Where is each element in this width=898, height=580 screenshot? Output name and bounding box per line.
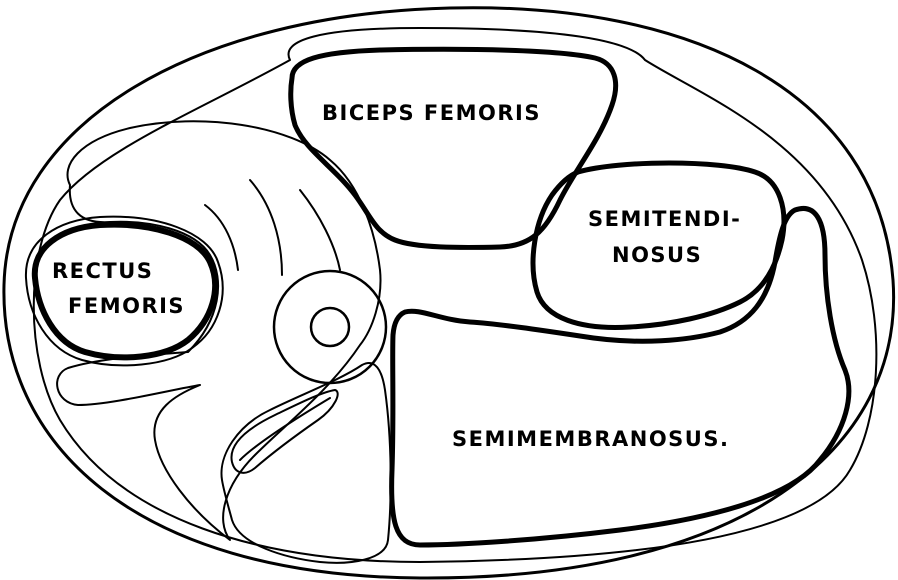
vastus-fascicle-line bbox=[300, 190, 340, 270]
semimembranosus-label: SEMIMEMBRANOSUS. bbox=[452, 427, 729, 451]
vastus-fascicle-line bbox=[250, 180, 282, 275]
biceps-femoris-label: BICEPS FEMORIS bbox=[322, 101, 541, 125]
femur-medullary-cavity bbox=[311, 308, 349, 346]
rectus-femoris-label-line2: FEMORIS bbox=[68, 294, 185, 318]
vastus-muscle-group bbox=[57, 121, 380, 540]
femur-bone bbox=[274, 271, 386, 383]
biceps-femoris-muscle bbox=[291, 49, 616, 247]
rectus-femoris-muscle bbox=[35, 225, 215, 358]
adductor-fascia-line bbox=[240, 398, 330, 460]
rectus-femoris-label-line1: RECTUS bbox=[52, 259, 153, 283]
outer-boundary bbox=[4, 8, 894, 578]
semitendinosus-label-line2: NOSUS bbox=[612, 243, 702, 267]
semitendinosus-label-line1: SEMITENDI- bbox=[588, 207, 741, 231]
